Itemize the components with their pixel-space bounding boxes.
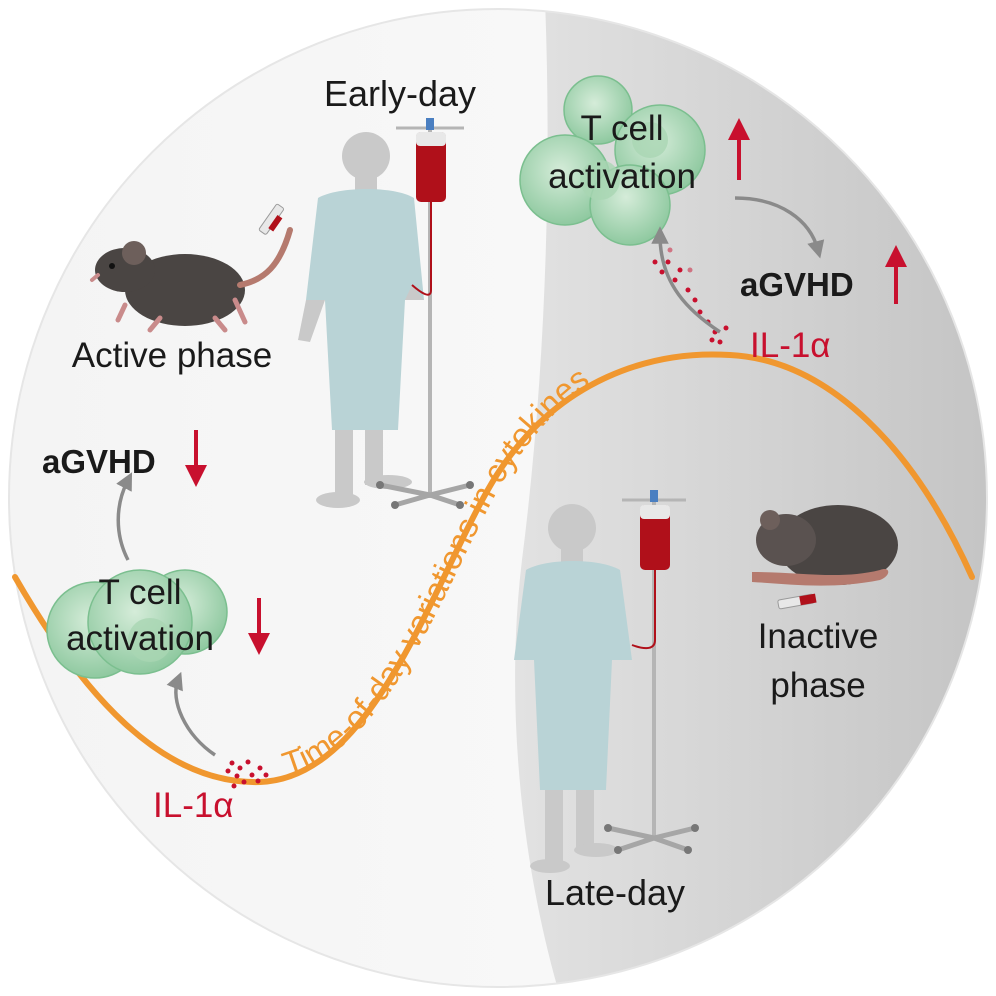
- inactive-phase-line2: phase: [770, 666, 865, 705]
- blood-bag-icon: [416, 132, 446, 202]
- inactive-mouse-icon: [752, 505, 898, 586]
- hospital-gown-icon: [306, 189, 424, 430]
- agvhd-label-right: aGVHD: [740, 266, 854, 303]
- early-day-label: Early-day: [324, 73, 476, 114]
- early-day-patient: [298, 132, 424, 508]
- right-shaded-panel: [515, 9, 987, 987]
- active-mouse-icon: [90, 227, 293, 333]
- syringe-icon-right: [777, 593, 817, 610]
- late-iv-stand-icon: [604, 490, 699, 854]
- active-phase-label: Active phase: [72, 336, 272, 375]
- tcell-cluster-left: [46, 569, 228, 679]
- il1a-label-right: IL-1α: [750, 326, 831, 365]
- down-arrow-agvhd-left: [185, 430, 207, 487]
- arrow-il1a-to-tcell-left: [166, 671, 216, 757]
- late-day-label: Late-day: [545, 872, 685, 913]
- down-arrow-tcell-left: [248, 598, 270, 655]
- cytokine-dots-left: [225, 759, 269, 789]
- up-arrow-agvhd-right: [885, 245, 907, 304]
- hospital-gown-icon: [514, 561, 632, 790]
- early-iv-stand-icon: [376, 118, 474, 509]
- il1a-label-left: IL-1α: [153, 786, 234, 825]
- blood-bag-icon: [640, 505, 670, 570]
- arrow-tcell-to-agvhd-right: [734, 196, 825, 259]
- tcell-cluster-right: [519, 75, 706, 246]
- patient-head: [342, 132, 390, 180]
- late-day-patient: [514, 504, 632, 873]
- agvhd-label-left: aGVHD: [42, 443, 156, 480]
- time-of-day-curve: [12, 351, 975, 786]
- patient-head: [548, 504, 596, 552]
- arrow-il1a-to-tcell-right: [651, 226, 721, 334]
- outer-circle: [8, 8, 988, 988]
- inactive-phase-line1: Inactive: [758, 617, 879, 656]
- arrow-tcell-to-agvhd-left: [116, 472, 133, 561]
- syringe-icon-left: [258, 203, 284, 235]
- tcell-left-line1: T cell: [99, 573, 182, 612]
- tcell-right-line2: activation: [548, 157, 696, 196]
- tcell-left-line2: activation: [66, 619, 214, 658]
- up-arrow-tcell-right: [728, 118, 750, 180]
- tcell-right-line1: T cell: [581, 109, 664, 148]
